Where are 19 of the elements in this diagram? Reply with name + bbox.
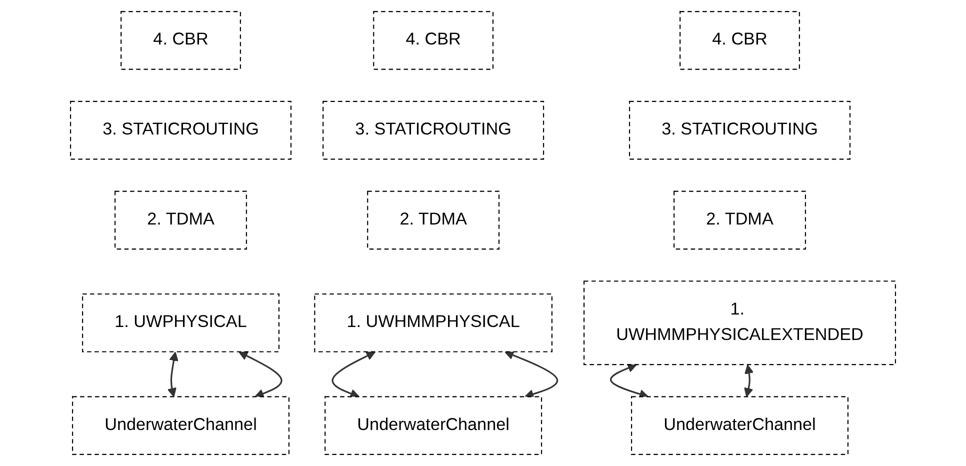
arrow	[238, 352, 282, 398]
arrow	[167, 352, 178, 398]
node-box: 4. CBR	[373, 11, 494, 70]
node-box: UnderwaterChannel	[72, 396, 290, 455]
node-box: 3. STATICROUTING	[322, 100, 544, 160]
node-box: 2. TDMA	[114, 190, 247, 250]
arrow	[332, 352, 376, 398]
node-box: 1. UWPHYSICAL	[82, 293, 280, 352]
node-box: 1. UWHMMPHYSICAL	[314, 293, 552, 352]
node-box: 3. STATICROUTING	[629, 100, 851, 160]
node-box: 2. TDMA	[674, 190, 806, 250]
node-box: 4. CBR	[120, 11, 241, 70]
node-box: 1. UWHMMPHYSICALEXTENDED	[584, 280, 896, 366]
node-box: 2. TDMA	[367, 190, 500, 250]
node-box: 4. CBR	[680, 11, 800, 70]
node-box: 3. STATICROUTING	[70, 100, 292, 160]
node-box: UnderwaterChannel	[631, 396, 848, 455]
node-box: UnderwaterChannel	[324, 396, 542, 455]
arrow	[744, 364, 754, 398]
